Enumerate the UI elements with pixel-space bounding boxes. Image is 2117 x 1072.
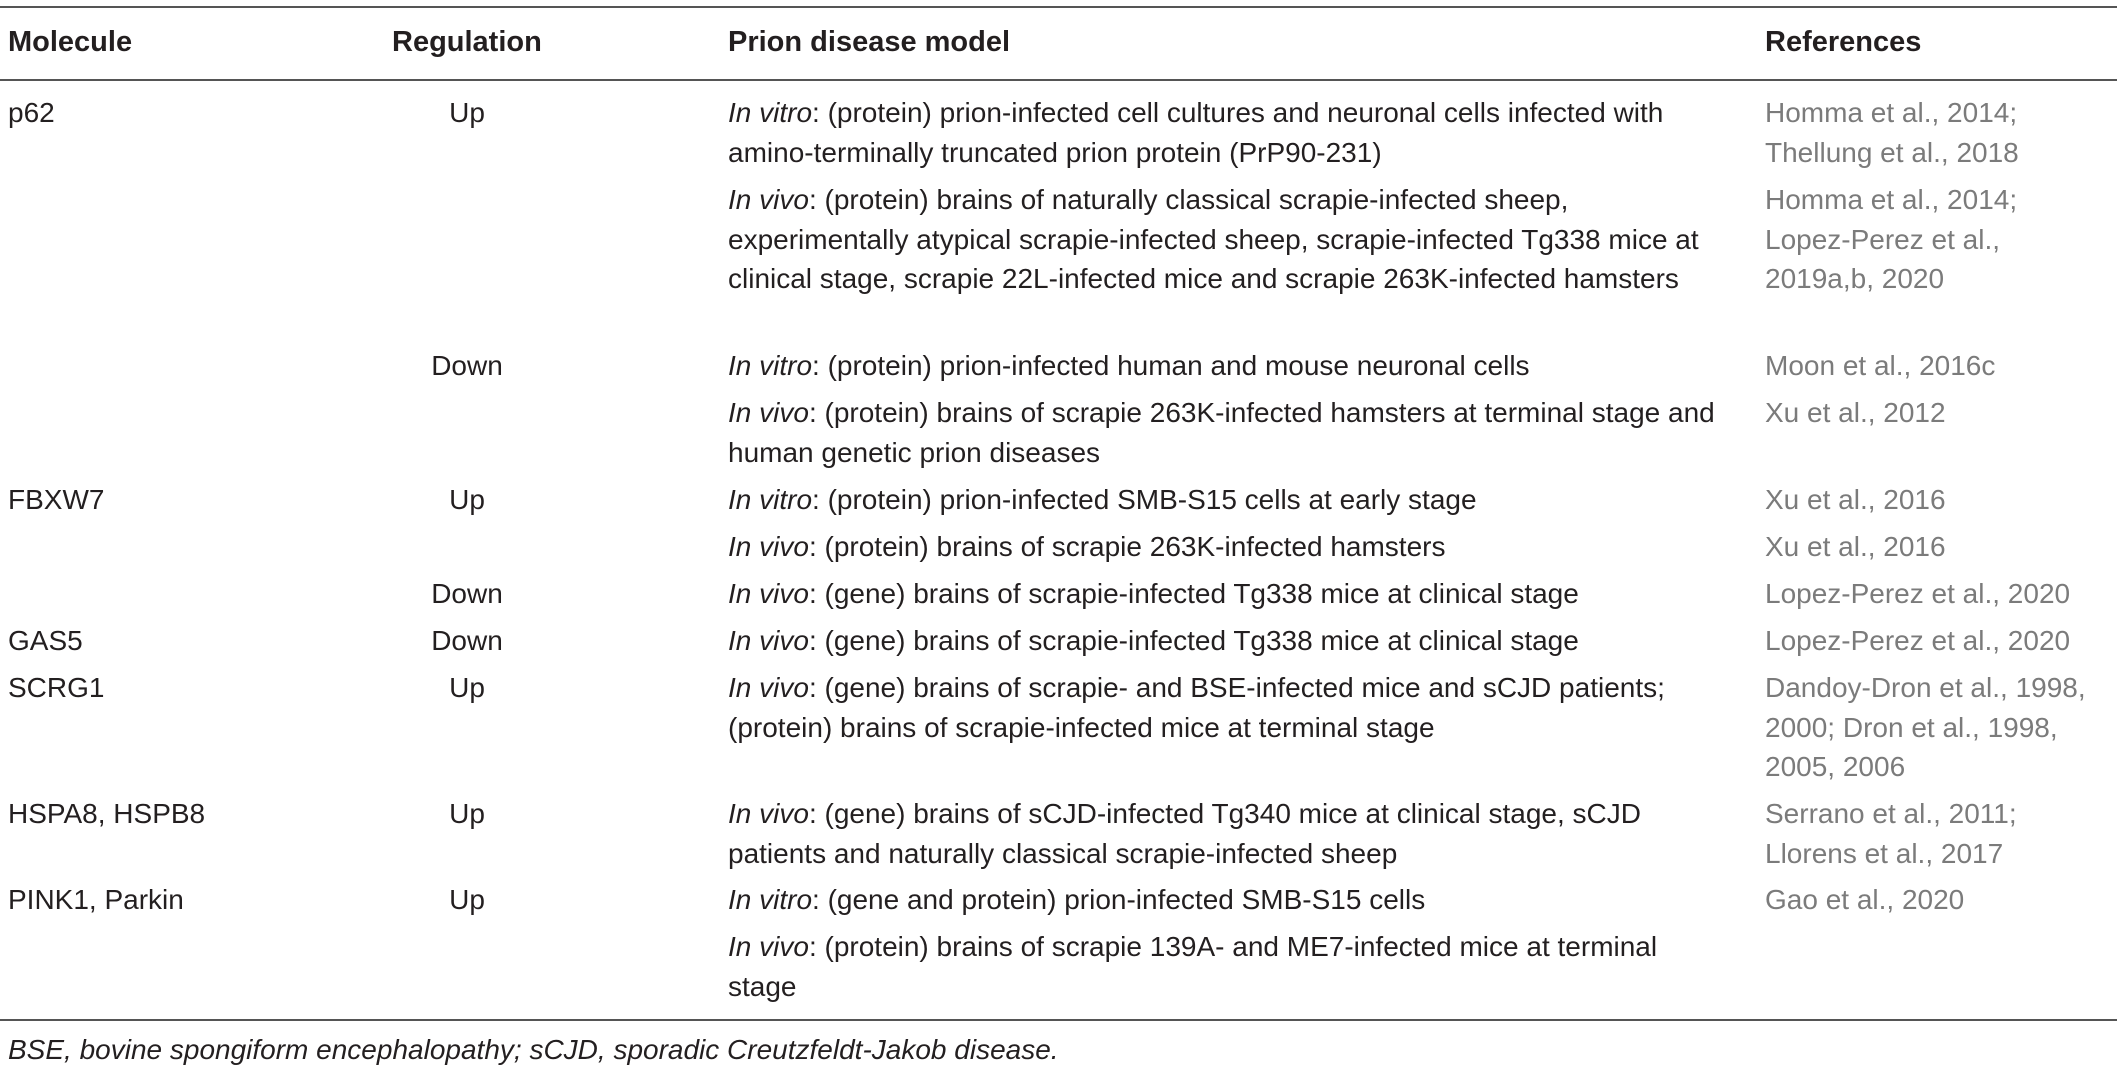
regulation-cell: Down: [431, 578, 503, 609]
reference-line: Xu et al., 2012: [1765, 397, 1946, 428]
molecule-cell: FBXW7: [8, 484, 105, 515]
regulation-cell: Up: [449, 484, 485, 515]
references-cell: Lopez-Perez et al., 2020: [1765, 574, 2115, 614]
model-prefix: In vivo: [728, 578, 809, 609]
reference-line: Llorens et al., 2017: [1765, 837, 2004, 869]
reference-line: Lopez-Perez et al., 2020: [1765, 625, 2071, 656]
references-cell: Xu et al., 2016: [1765, 527, 2115, 567]
references-cell: Gao et al., 2020: [1765, 880, 2115, 920]
model-prefix: In vivo: [728, 184, 809, 215]
reference-line: Lopez-Perez et al.,: [1765, 223, 2001, 255]
table-footnote: BSE, bovine spongiform encephalopathy; s…: [8, 1034, 1059, 1065]
references-cell: Moon et al., 2016c: [1765, 346, 2115, 386]
regulation-cell: Down: [431, 350, 503, 381]
model-cell: In vivo: (gene) brains of scrapie-infect…: [728, 621, 1728, 661]
regulation-cell: Up: [449, 884, 485, 915]
reference-line: Lopez-Perez et al., 2020: [1765, 578, 2071, 609]
reference-line: Dandoy-Dron et al., 1998,: [1765, 672, 2086, 703]
model-text: : (protein) prion-infected cell cultures…: [728, 97, 1664, 168]
model-prefix: In vitro: [728, 884, 813, 915]
model-prefix: In vivo: [728, 931, 809, 962]
regulation-cell: Up: [449, 97, 485, 128]
model-text: : (gene and protein) prion-infected SMB-…: [812, 884, 1426, 915]
model-cell: In vivo: (protein) brains of scrapie 139…: [728, 927, 1728, 1006]
reference-line: Serrano et al., 2011;: [1765, 798, 2017, 829]
model-cell: In vivo: (protein) brains of scrapie 263…: [728, 527, 1728, 567]
reference-line: Homma et al., 2014;: [1765, 97, 2018, 128]
model-text: : (protein) brains of scrapie 263K-infec…: [728, 397, 1715, 468]
references-cell: Xu et al., 2012: [1765, 393, 2115, 433]
model-prefix: In vivo: [728, 672, 809, 703]
model-text: : (gene) brains of scrapie- and BSE-infe…: [728, 672, 1665, 743]
molecule-cell: p62: [8, 97, 55, 128]
molecule-cell: HSPA8, HSPB8: [8, 798, 206, 829]
model-text: : (gene) brains of scrapie-infected Tg33…: [808, 578, 1579, 609]
model-prefix: In vivo: [728, 397, 809, 428]
model-text: : (protein) brains of scrapie 139A- and …: [728, 931, 1658, 1002]
model-prefix: In vivo: [728, 531, 809, 562]
header-regulation: Regulation: [392, 26, 542, 58]
table-top-rule: [0, 6, 2117, 8]
model-cell: In vitro: (protein) prion-infected human…: [728, 346, 1728, 386]
reference-line: Gao et al., 2020: [1765, 884, 1965, 915]
model-cell: In vitro: (protein) prion-infected cell …: [728, 93, 1728, 172]
table-header-rule: [0, 79, 2117, 81]
model-cell: In vivo: (gene) brains of scrapie-infect…: [728, 574, 1728, 614]
reference-line: 2005, 2006: [1765, 751, 1906, 782]
reference-line: 2019a,b, 2020: [1765, 263, 1945, 294]
reference-line: 2000; Dron et al., 1998,: [1765, 711, 2058, 743]
model-cell: In vivo: (gene) brains of sCJD-infected …: [728, 794, 1728, 873]
model-prefix: In vivo: [728, 798, 809, 829]
reference-line: Thellung et al., 2018: [1765, 136, 2019, 168]
molecule-cell: GAS5: [8, 625, 83, 656]
header-molecule: Molecule: [8, 26, 133, 58]
references-cell: Lopez-Perez et al., 2020: [1765, 621, 2115, 661]
model-text: : (gene) brains of scrapie-infected Tg33…: [808, 625, 1579, 656]
model-prefix: In vivo: [728, 625, 809, 656]
references-cell: Xu et al., 2016: [1765, 480, 2115, 520]
molecule-cell: SCRG1: [8, 672, 105, 703]
regulation-cell: Up: [449, 672, 485, 703]
references-cell: Homma et al., 2014; Thellung et al., 2018: [1765, 93, 2115, 172]
reference-line: Xu et al., 2016: [1765, 531, 1946, 562]
model-cell: In vivo: (protein) brains of naturally c…: [728, 180, 1728, 299]
references-cell: Dandoy-Dron et al., 1998, 2000; Dron et a…: [1765, 668, 2115, 787]
model-cell: In vivo: (gene) brains of scrapie- and B…: [728, 668, 1728, 747]
references-cell: Serrano et al., 2011; Llorens et al., 201…: [1765, 794, 2115, 873]
reference-line: Moon et al., 2016c: [1765, 350, 1996, 381]
model-text: : (protein) brains of scrapie 263K-infec…: [808, 531, 1446, 562]
references-cell: Homma et al., 2014; Lopez-Perez et al., 20…: [1765, 180, 2115, 299]
header-model: Prion disease model: [728, 26, 1011, 58]
reference-line: Homma et al., 2014;: [1765, 184, 2018, 215]
reference-line: Xu et al., 2016: [1765, 484, 1946, 515]
model-prefix: In vitro: [728, 97, 813, 128]
molecule-cell: PINK1, Parkin: [8, 884, 184, 915]
model-cell: In vitro: (gene and protein) prion-infec…: [728, 880, 1728, 920]
regulation-cell: Down: [431, 625, 503, 656]
model-text: : (protein) brains of naturally classica…: [728, 184, 1699, 294]
model-text: : (gene) brains of sCJD-infected Tg340 m…: [728, 798, 1641, 869]
regulation-cell: Up: [449, 798, 485, 829]
model-text: : (protein) prion-infected human and mou…: [812, 350, 1530, 381]
model-text: : (protein) prion-infected SMB-S15 cells…: [812, 484, 1477, 515]
header-references: References: [1765, 26, 1922, 58]
model-prefix: In vitro: [728, 350, 813, 381]
model-cell: In vivo: (protein) brains of scrapie 263…: [728, 393, 1728, 472]
model-cell: In vitro: (protein) prion-infected SMB-S…: [728, 480, 1728, 520]
model-prefix: In vitro: [728, 484, 813, 515]
table-bottom-rule: [0, 1019, 2117, 1021]
